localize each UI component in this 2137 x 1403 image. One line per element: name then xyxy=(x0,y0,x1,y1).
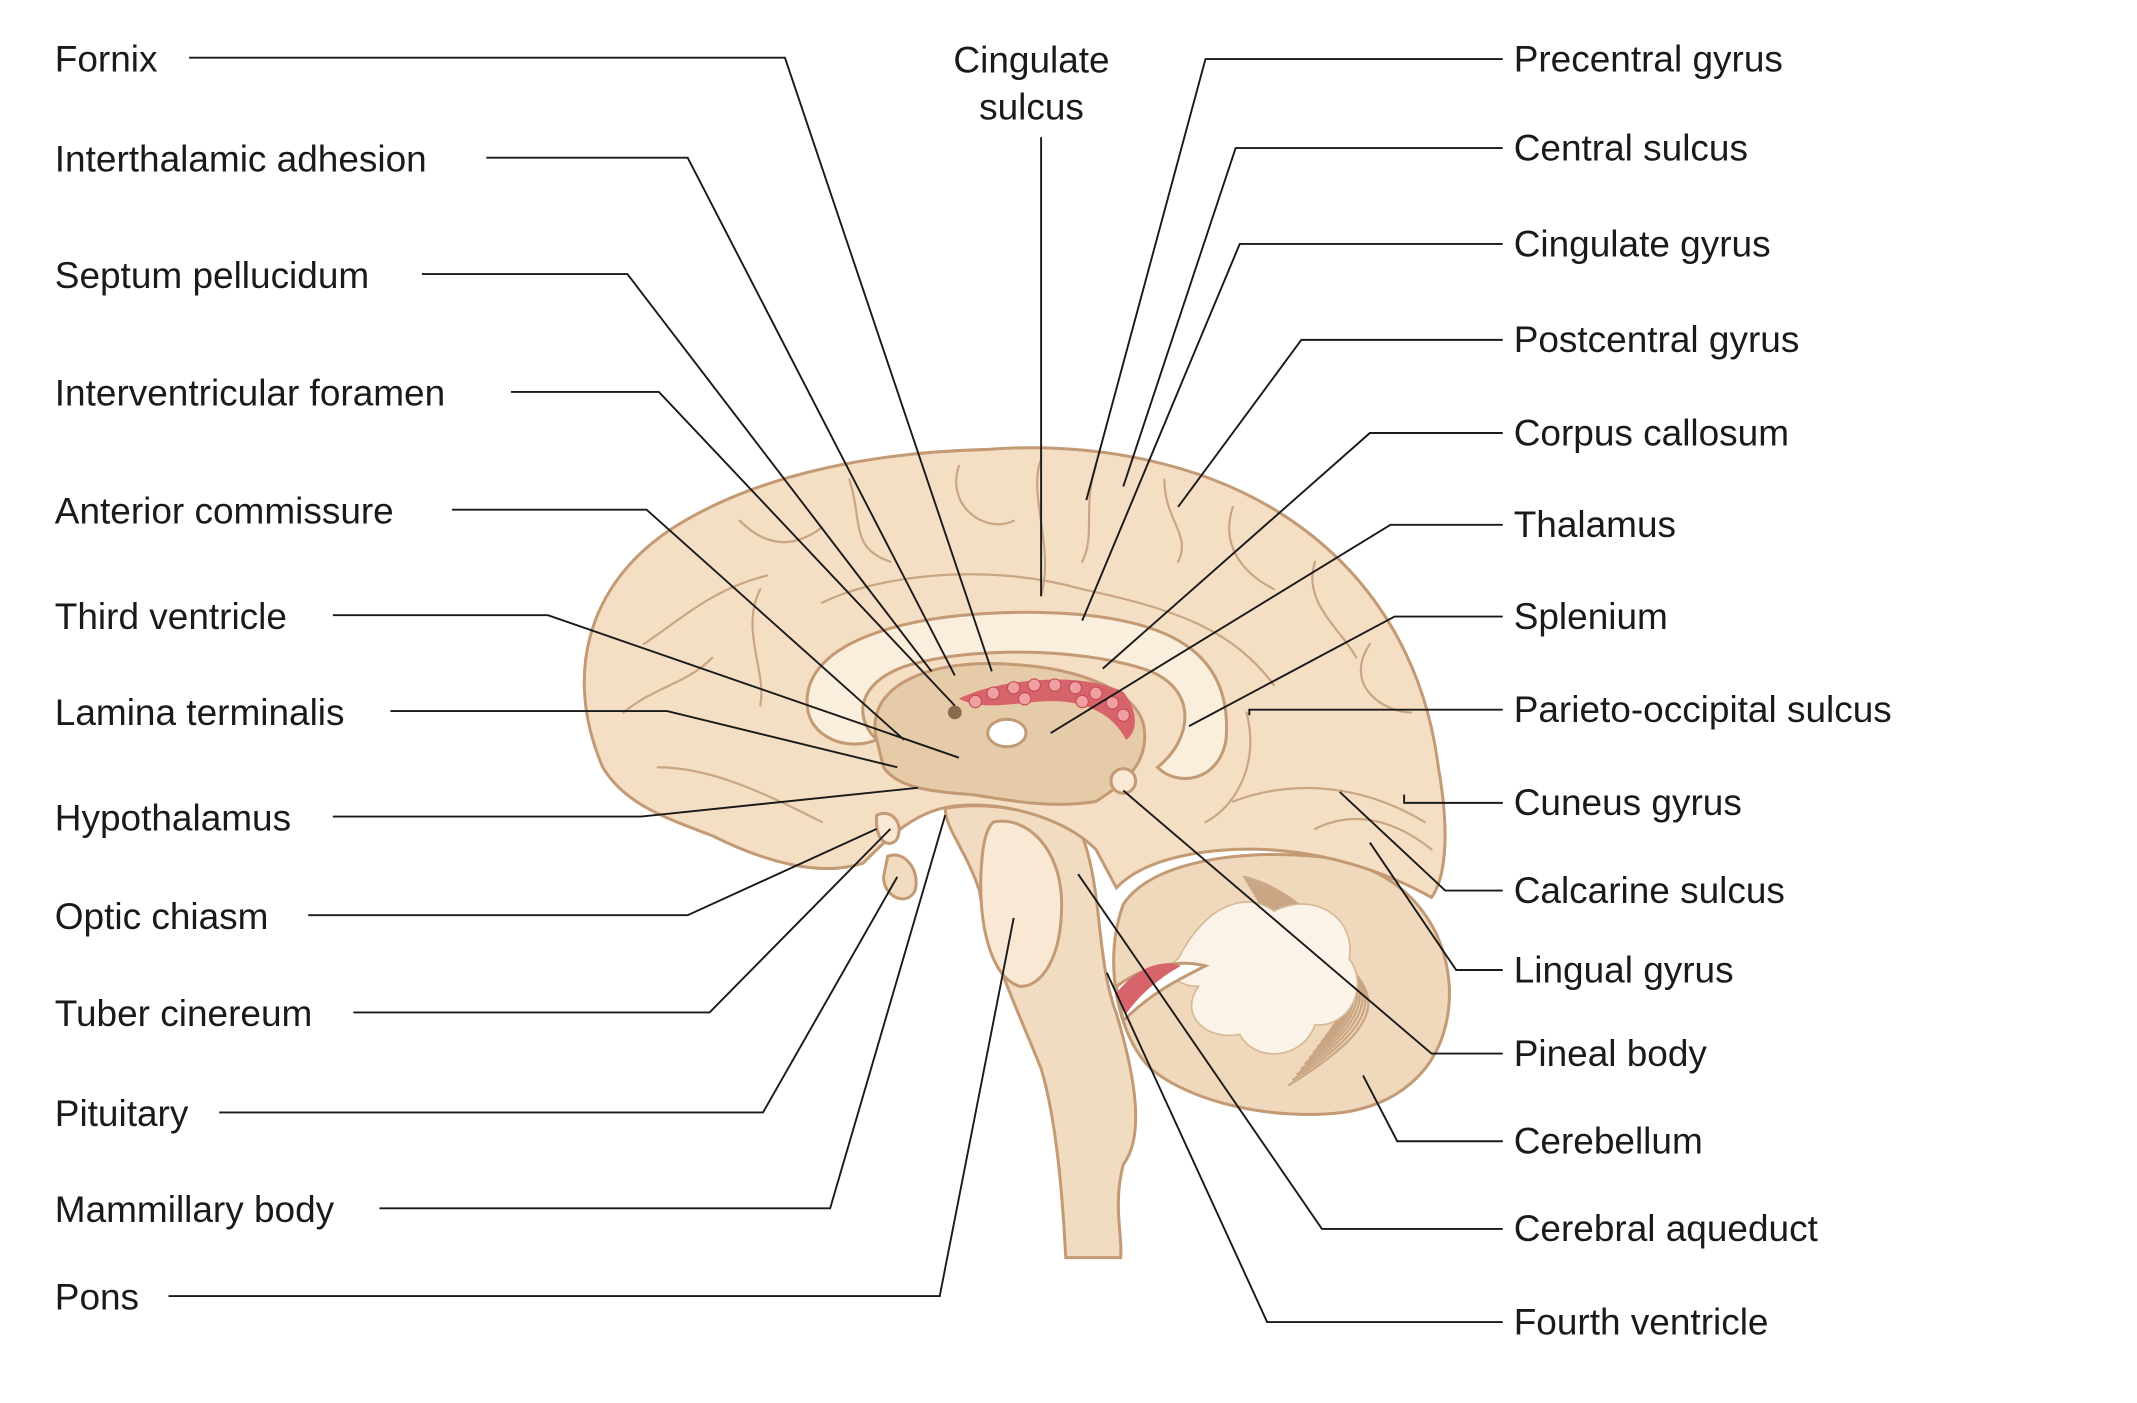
label-central-sulcus: Central sulcus xyxy=(1514,127,1748,168)
leader-line-pineal-body xyxy=(1122,789,1503,1055)
gyrus-line xyxy=(848,478,892,563)
label-cingulate-sulcus-line: Cingulate xyxy=(953,40,1109,81)
arbor-vitae xyxy=(1170,901,1359,1055)
label-septum-pellucidum: Septum pellucidum xyxy=(55,255,369,296)
gyrus-line xyxy=(1228,505,1276,591)
choroid-bead xyxy=(1068,681,1083,695)
label-pons: Pons xyxy=(55,1277,139,1318)
gyrus-line xyxy=(1311,560,1358,659)
label-cerebral-aqueduct: Cerebral aqueduct xyxy=(1514,1208,1818,1249)
leader-line-lingual-gyrus xyxy=(1369,842,1503,971)
label-cuneus-gyrus: Cuneus gyrus xyxy=(1514,782,1742,823)
leader-line-precentral-gyrus xyxy=(1085,58,1503,501)
label-lamina-terminalis: Lamina terminalis xyxy=(55,692,345,733)
label-splenium: Splenium xyxy=(1514,596,1668,637)
leader-line-fourth-ventricle xyxy=(1105,972,1503,1324)
leader-line-interthalamic-adhesion xyxy=(486,156,956,676)
leader-line-third-ventricle xyxy=(332,614,960,759)
leader-line-septum-pellucidum xyxy=(421,273,933,672)
label-precentral-gyrus: Precentral gyrus xyxy=(1514,38,1783,79)
choroid-bead xyxy=(1048,678,1062,692)
choroid-bead xyxy=(986,686,1000,700)
gyrus-line xyxy=(738,519,824,544)
label-tuber-cinereum: Tuber cinereum xyxy=(55,993,313,1034)
brain-illustration xyxy=(582,446,1451,1260)
gyrus-line xyxy=(751,588,763,707)
label-fourth-ventricle: Fourth ventricle xyxy=(1514,1301,1769,1342)
label-third-ventricle: Third ventricle xyxy=(55,596,287,637)
label-fornix: Fornix xyxy=(55,38,158,79)
leader-line-mammillary-body xyxy=(379,814,947,1210)
gyrus-line xyxy=(642,574,769,646)
choroid-plexus-lower xyxy=(1116,963,1181,1014)
label-thalamus: Thalamus xyxy=(1514,504,1676,545)
gyrus-line xyxy=(1231,786,1426,824)
gyrus-line xyxy=(1359,642,1413,714)
leader-line-pons xyxy=(168,917,1015,1297)
choroid-bead xyxy=(1017,692,1032,706)
leader-line-cerebral-aqueduct xyxy=(1077,873,1503,1230)
label-optic-chiasm: Optic chiasm xyxy=(55,896,269,937)
label-cerebellum: Cerebellum xyxy=(1514,1121,1703,1162)
leader-line-postcentral-gyrus xyxy=(1177,338,1503,508)
gyrus-line xyxy=(1204,711,1252,824)
choroid-bead xyxy=(1075,694,1089,709)
leader-line-calcarine-sulcus xyxy=(1339,791,1503,892)
pineal-body-shape xyxy=(1109,767,1138,795)
label-anterior-commissure: Anterior commissure xyxy=(55,490,394,531)
label-postcentral-gyrus: Postcentral gyrus xyxy=(1514,319,1800,360)
leader-line-central-sulcus xyxy=(1122,147,1503,487)
leader-line-pituitary xyxy=(219,876,899,1114)
gyrus-line xyxy=(622,656,714,714)
leader-line-fornix xyxy=(189,56,993,672)
leader-line-hypothalamus xyxy=(332,786,918,818)
label-cingulate-gyrus: Cingulate gyrus xyxy=(1514,223,1771,264)
choroid-bead xyxy=(1089,686,1103,700)
label-corpus-callosum: Corpus callosum xyxy=(1514,412,1789,453)
leader-line-lamina-terminalis xyxy=(390,710,898,769)
label-interthalamic-adhesion: Interthalamic adhesion xyxy=(55,138,427,179)
choroid-bead xyxy=(1027,678,1041,692)
label-cingulate-sulcus-line: sulcus xyxy=(979,86,1084,127)
choroid-bead xyxy=(968,694,983,709)
gyrus-line xyxy=(1163,478,1183,563)
label-interventricular-foramen: Interventricular foramen xyxy=(55,373,445,414)
label-pituitary: Pituitary xyxy=(55,1093,189,1134)
leader-line-anterior-commissure xyxy=(452,508,905,741)
choroid-bead xyxy=(1105,696,1120,710)
label-pineal-body: Pineal body xyxy=(1514,1033,1708,1074)
pons xyxy=(979,819,1064,988)
choroid-bead xyxy=(1006,681,1021,695)
label-mammillary-body: Mammillary body xyxy=(55,1189,335,1230)
label-parieto-occipital-sulcus: Parieto-occipital sulcus xyxy=(1514,689,1892,730)
leader-line-tuber-cinereum xyxy=(353,828,892,1014)
label-lingual-gyrus: Lingual gyrus xyxy=(1514,949,1734,990)
leader-line-corpus-callosum xyxy=(1102,432,1503,670)
interthalamic-adhesion-shape xyxy=(986,717,1028,749)
leader-line-thalamus xyxy=(1050,523,1503,734)
optic-chiasm-shape xyxy=(875,812,901,845)
gyrus-line xyxy=(656,766,824,824)
leader-line-cingulate-gyrus xyxy=(1081,243,1503,622)
corpus-callosum-shape xyxy=(805,610,1229,780)
gyrus-line xyxy=(820,573,1276,687)
choroid-bead xyxy=(1116,708,1131,722)
leader-line-cuneus-gyrus xyxy=(1403,794,1503,804)
leader-line-interventricular-foramen xyxy=(510,390,956,707)
leader-line-splenium xyxy=(1188,615,1503,728)
label-calcarine-sulcus: Calcarine sulcus xyxy=(1514,870,1785,911)
gyrus-line xyxy=(1313,817,1433,851)
label-hypothalamus: Hypothalamus xyxy=(55,797,291,838)
gyrus-line xyxy=(955,464,1015,526)
leader-line-cerebellum xyxy=(1362,1075,1503,1143)
leader-line-optic-chiasm xyxy=(308,828,878,917)
interventricular-foramen-shape xyxy=(947,705,962,720)
leader-line-parieto-occipital-sulcus xyxy=(1248,708,1503,716)
